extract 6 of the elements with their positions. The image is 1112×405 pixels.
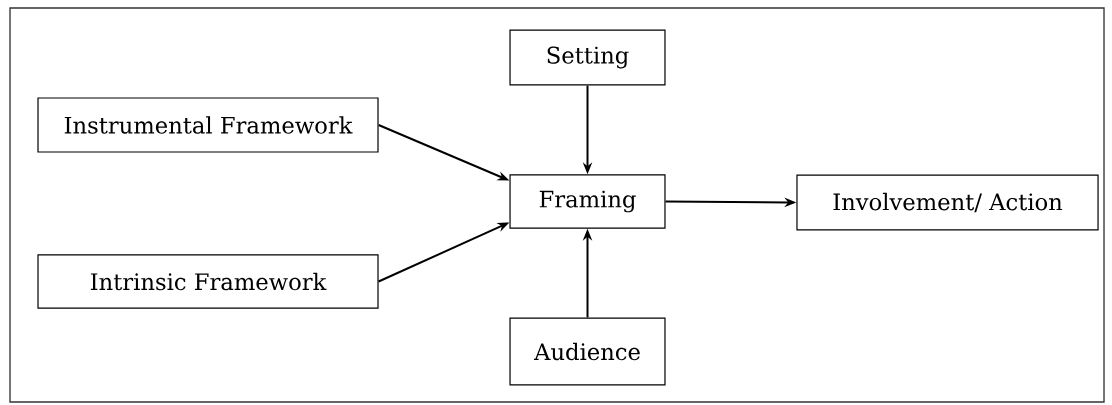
box: Instrumental Framework <box>37 97 379 153</box>
box: Framing <box>509 174 666 229</box>
box: Involvement/ Action <box>796 174 1099 231</box>
box: Audience <box>509 317 666 386</box>
box: Setting <box>509 29 666 86</box>
box: Intrinsic Framework <box>37 254 379 309</box>
